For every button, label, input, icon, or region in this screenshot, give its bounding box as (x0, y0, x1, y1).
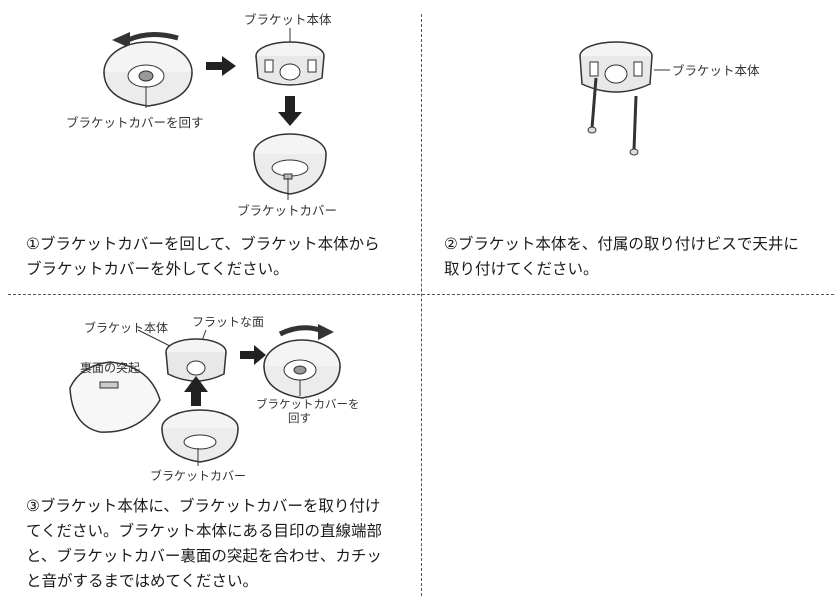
step-2-caption: ②ブラケット本体を、付属の取り付けビスで天井に 取り付けてください。 (444, 232, 799, 282)
step-3-panel: ブラケット本体 フラットな面 ブラケットカバーを 回す (0, 296, 421, 600)
step-1-illustration: ブラケットカバーを回す ブラケット本体 ブラケットカバー (66, 12, 337, 218)
rotate-cover-label-line2: 回す (288, 411, 311, 425)
bracket-body-label: ブラケット本体 (672, 63, 760, 78)
screw-icon (587, 77, 598, 134)
vertical-divider (421, 14, 422, 596)
caption-line: 取り付けてください。 (444, 260, 599, 278)
assembled-cover-image (263, 339, 341, 399)
flat-surface-label: フラットな面 (192, 315, 264, 329)
caption-line: ブラケットカバーを外してください。 (26, 260, 289, 278)
up-arrow-icon (184, 376, 208, 406)
caption-line: ①ブラケットカバーを回して、ブラケット本体から (26, 235, 380, 253)
caption-line: と音がするまではめてください。 (26, 572, 259, 590)
rotate-cover-label-line1: ブラケットカバーを (256, 397, 360, 411)
bracket-cover-image (161, 409, 239, 466)
step-3-illustration: ブラケット本体 フラットな面 ブラケットカバーを 回す (69, 315, 360, 483)
back-protrusion-inset (69, 361, 161, 433)
right-arrow-icon (206, 56, 236, 76)
bracket-cover-label: ブラケットカバー (237, 203, 337, 218)
caption-line: ②ブラケット本体を、付属の取り付けビスで天井に (444, 235, 799, 253)
bracket-body-label: ブラケット本体 (244, 12, 332, 27)
bracket-cover-image (103, 41, 193, 108)
step-2-illustration: ブラケット本体 (579, 41, 760, 156)
caption-line: ③ブラケット本体に、ブラケットカバーを取り付け (26, 497, 381, 515)
rotate-cover-label: ブラケットカバーを回す (66, 115, 204, 130)
down-arrow-icon (278, 96, 302, 126)
right-arrow-icon (240, 345, 266, 365)
screw-icon (629, 95, 639, 156)
bracket-cover-label: ブラケットカバー (150, 468, 246, 483)
caption-line: と、ブラケットカバー裏面の突起を合わせ、カチッ (26, 547, 382, 565)
empty-panel (422, 296, 840, 600)
bracket-body-image (255, 41, 325, 86)
step-2-panel: ブラケット本体 ②ブラケット本体を、付属の取り付けビスで天井に 取り付けてくださ… (422, 0, 840, 294)
step-1-panel: ブラケットカバーを回す ブラケット本体 ブラケットカバー ①ブラケットカバーを回… (0, 0, 421, 294)
caption-line: てください。ブラケット本体にある目印の直線端部 (26, 522, 383, 540)
bracket-body-image (165, 338, 227, 382)
mounted-bracket-image (579, 41, 653, 93)
bracket-cover-separated-image (253, 133, 327, 200)
step-3-caption: ③ブラケット本体に、ブラケットカバーを取り付け てください。ブラケット本体にある… (26, 494, 382, 594)
step-1-caption: ①ブラケットカバーを回して、ブラケット本体から ブラケットカバーを外してください… (26, 232, 380, 282)
horizontal-divider (8, 294, 834, 295)
back-protrusion-label: 裏面の突起 (80, 360, 140, 375)
bracket-body-label: ブラケット本体 (84, 320, 168, 335)
